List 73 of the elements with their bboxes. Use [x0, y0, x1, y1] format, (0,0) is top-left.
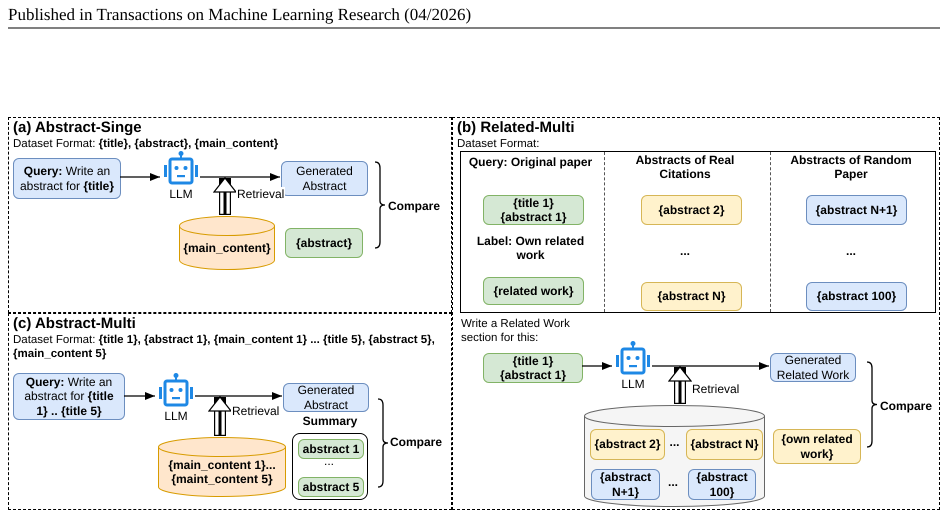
- row-label: Label: Own related work: [476, 234, 586, 263]
- rounded-box: [806, 282, 907, 311]
- rounded-box: [773, 429, 861, 464]
- rounded-box: [641, 282, 742, 311]
- panel-title: (a) Abstract-Singe: [13, 119, 143, 137]
- panel: [8, 117, 452, 313]
- box-text: Generated Related Work: [776, 353, 850, 382]
- rounded-box: [283, 383, 369, 412]
- compare-label: Compare: [880, 399, 934, 414]
- dataset-format-text: Dataset Format: {title 1}, {abstract 1}, {main_content 1} ... {title 5}, {abstract 5}, {main_content 5}: [13, 334, 436, 362]
- rounded-box: [13, 373, 125, 420]
- box-text: Generated Abstract: [296, 383, 356, 412]
- box-text: abstract 1: [302, 442, 360, 456]
- compare-label: Compare: [390, 435, 444, 450]
- rounded-box: [806, 195, 907, 225]
- rounded-box: [285, 228, 363, 258]
- dataset-table: [460, 151, 936, 313]
- dataset-format-text: Dataset Format: {title}, {abstract}, {main_content}: [13, 138, 280, 152]
- rounded-box: [298, 439, 364, 459]
- ellipsis: ...: [666, 475, 679, 490]
- box-text: Query: Write an abstract for {title}: [18, 164, 116, 193]
- instruction-text: Write a Related Work section for this:: [461, 318, 571, 346]
- column-header: Query: Original paper: [468, 155, 594, 170]
- rounded-box: [641, 195, 742, 225]
- box-text: Generated Abstract: [295, 164, 354, 193]
- rounded-box: [483, 353, 583, 383]
- panel-title: (c) Abstract-Multi: [13, 315, 137, 333]
- rounded-box: [591, 469, 660, 500]
- summary-heading: Summary: [302, 414, 358, 428]
- box-text: {abstract 2}: [658, 202, 725, 218]
- ellipsis: ...: [668, 435, 680, 450]
- panel: [8, 313, 452, 510]
- panel-title: (b) Related-Multi: [457, 119, 576, 137]
- running-header: Published in Transactions on Machine Learning Research (04/2026): [8, 5, 472, 26]
- box-text: {abstract}: [296, 236, 352, 250]
- box-text: abstract 5: [302, 480, 360, 494]
- ellipsis: ...: [678, 244, 691, 258]
- box-text: {related work}: [493, 284, 574, 298]
- rounded-box: [688, 469, 756, 500]
- rounded-box: [13, 158, 121, 199]
- box-text: {title 1}: [512, 354, 554, 368]
- box-text: {abstract 1}: [500, 368, 566, 382]
- cylinder-text: {main_content}: [182, 240, 272, 257]
- box-text: {title 1}: [513, 196, 554, 210]
- ellipsis: ...: [322, 454, 335, 468]
- panel: [452, 117, 940, 510]
- rounded-box: [483, 195, 584, 225]
- edge-label: Retrieval: [691, 382, 740, 396]
- box-text: {abstract N+1}: [598, 470, 652, 499]
- edge-label: Retrieval: [231, 404, 280, 418]
- llm-label: LLM: [168, 187, 194, 202]
- box-text: {abstract 100}: [695, 470, 749, 499]
- dataset-format-text: Dataset Format:: [457, 138, 540, 152]
- column-header: Abstracts of Real Citations: [634, 153, 736, 182]
- rounded-box: [298, 477, 364, 497]
- compare-label: Compare: [388, 199, 442, 214]
- box-text: {abstract N}: [690, 437, 759, 452]
- llm-label: LLM: [620, 377, 646, 392]
- rounded-box: [483, 277, 584, 305]
- llm-label: LLM: [163, 409, 189, 424]
- column-header: Abstracts of Random Paper: [789, 153, 913, 182]
- rounded-box: [590, 429, 665, 460]
- box-text: {abstract 2}: [594, 437, 661, 452]
- box-text: {abstract N}: [657, 289, 726, 304]
- cylinder-text: {main_content 1}... {maint_content 5}: [167, 457, 277, 487]
- box-text: {abstract 1}: [500, 210, 567, 224]
- box-text: {abstract 100}: [816, 289, 896, 304]
- box-text: {own related work}: [780, 432, 854, 461]
- rounded-box: [686, 429, 763, 460]
- ellipsis: ...: [844, 244, 857, 258]
- box-text: Query: Write an abstract for {title 1} .. {title 5}: [23, 374, 115, 418]
- box-text: {abstract N+1}: [816, 202, 898, 218]
- edge-label: Retrieval: [236, 187, 286, 202]
